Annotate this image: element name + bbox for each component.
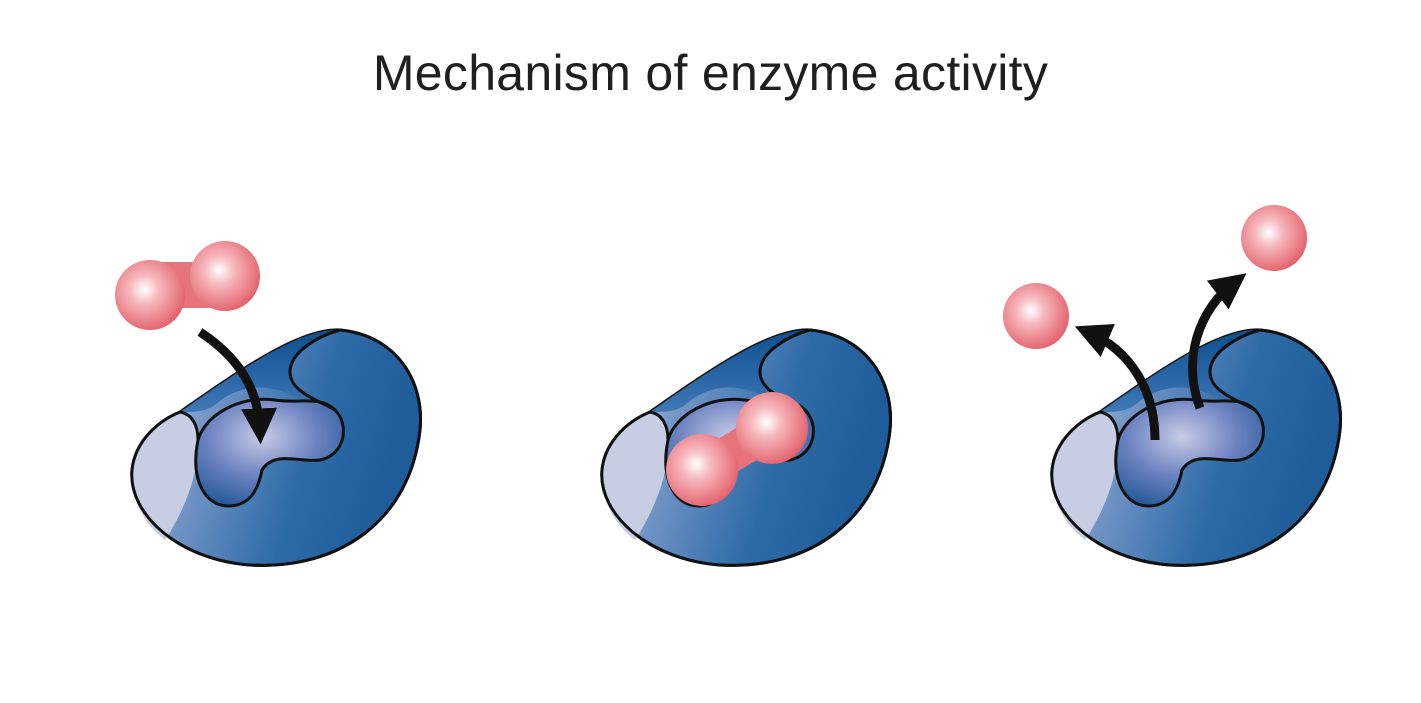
substrate-diatomic-1 — [115, 241, 260, 330]
enzyme-1 — [130, 328, 423, 567]
product-sphere-left — [1003, 283, 1069, 349]
panel-1-substrate-approaching — [115, 241, 423, 567]
panel-3-products-released — [1003, 205, 1343, 567]
product-sphere-right — [1241, 205, 1307, 271]
binding-arrow — [197, 328, 278, 445]
release-arrow-right — [1188, 273, 1247, 410]
panel-2-substrate-bound — [600, 328, 893, 567]
diagram-title: Mechanism of enzyme activity — [372, 45, 1049, 101]
substrate-diatomic-2 — [666, 392, 808, 506]
release-arrow-left — [1074, 323, 1160, 441]
